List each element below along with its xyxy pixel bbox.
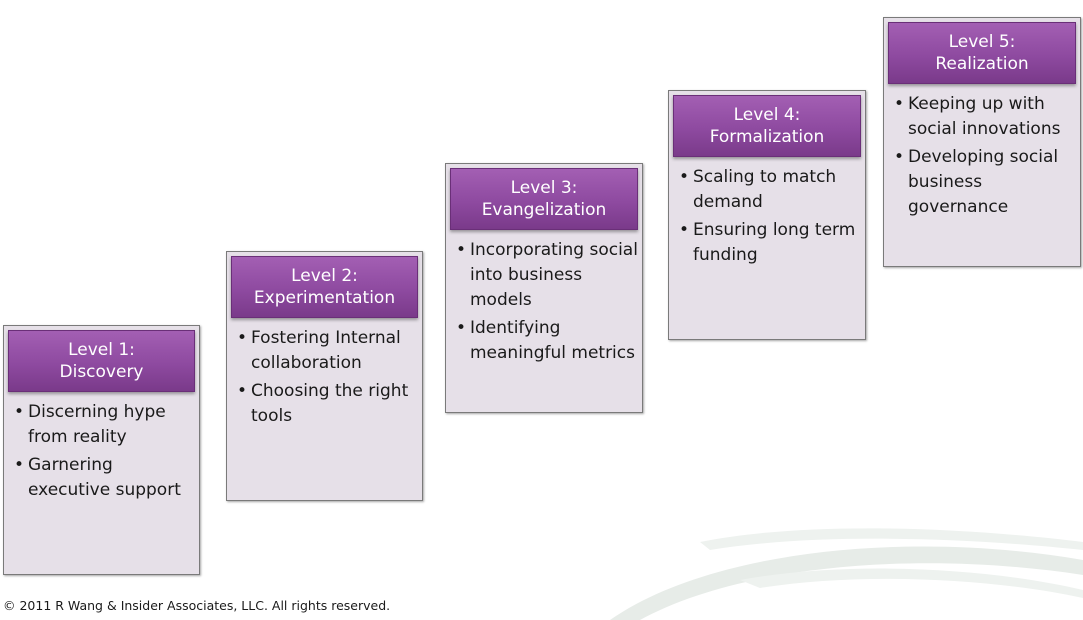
decorative-swoosh (610, 528, 1083, 620)
level-1-card: Level 1: Discovery Discerning hype from … (3, 325, 200, 575)
level-5-item: Keeping up with social innovations (894, 92, 1076, 142)
level-4-number: Level 4: (733, 105, 801, 125)
level-2-item: Choosing the right tools (237, 379, 418, 429)
level-1-list: Discerning hype from reality Garnering e… (14, 400, 195, 506)
level-2-card: Level 2: Experimentation Fostering Inter… (226, 251, 423, 501)
level-5-title: Realization (935, 54, 1029, 74)
level-3-item: Incorporating social into business model… (456, 238, 638, 313)
level-2-title: Experimentation (253, 288, 396, 308)
level-4-item: Ensuring long term funding (679, 218, 861, 268)
level-4-card: Level 4: Formalization Scaling to match … (668, 90, 866, 340)
level-3-title: Evangelization (481, 200, 607, 220)
level-3-card: Level 3: Evangelization Incorporating so… (445, 163, 643, 413)
level-1-title: Discovery (59, 362, 144, 382)
copyright-notice: © 2011 R Wang & Insider Associates, LLC.… (3, 598, 391, 613)
level-1-number: Level 1: (68, 340, 135, 360)
level-3-header: Level 3: Evangelization (450, 168, 638, 230)
level-4-title: Formalization (709, 127, 825, 147)
level-4-header: Level 4: Formalization (673, 95, 861, 157)
level-1-header: Level 1: Discovery (8, 330, 195, 392)
level-2-number: Level 2: (291, 266, 358, 286)
level-2-header: Level 2: Experimentation (231, 256, 418, 318)
level-4-item: Scaling to match demand (679, 165, 861, 215)
level-5-card: Level 5: Realization Keeping up with soc… (883, 17, 1081, 267)
level-3-item: Identifying meaningful metrics (456, 316, 638, 366)
level-5-item: Developing social business governance (894, 145, 1076, 220)
level-4-list: Scaling to match demand Ensuring long te… (679, 165, 861, 271)
level-3-number: Level 3: (510, 178, 578, 198)
level-5-header: Level 5: Realization (888, 22, 1076, 84)
level-2-item: Fostering Internal collaboration (237, 326, 418, 376)
level-5-list: Keeping up with social innovations Devel… (894, 92, 1076, 223)
level-1-item: Discerning hype from reality (14, 400, 195, 450)
level-2-list: Fostering Internal collaboration Choosin… (237, 326, 418, 432)
level-1-item: Garnering executive support (14, 453, 195, 503)
level-3-list: Incorporating social into business model… (456, 238, 638, 369)
level-5-number: Level 5: (948, 32, 1016, 52)
